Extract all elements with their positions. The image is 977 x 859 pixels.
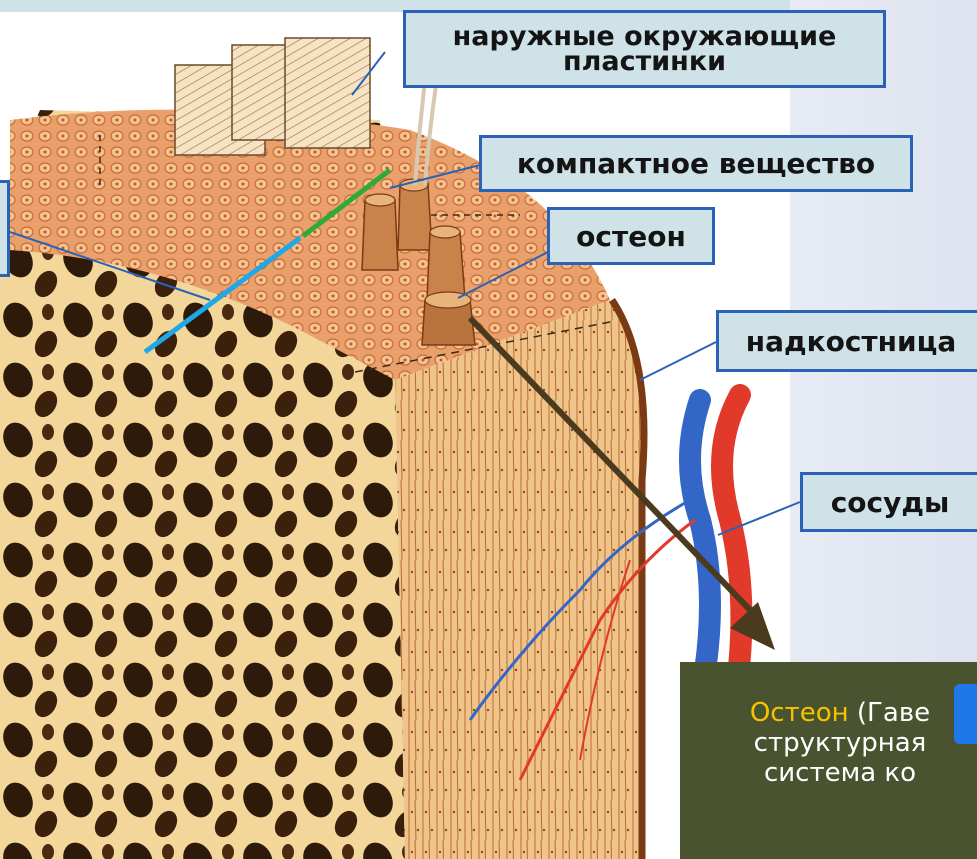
osteon-info-panel: Остеон (Гаве структурная система ко — [680, 662, 977, 859]
osteon-label: остеон — [547, 207, 715, 265]
description-line3: система ко — [680, 758, 977, 788]
description-line2: структурная — [680, 728, 977, 758]
compact-substance-label: компактное вещество — [479, 135, 913, 192]
outer-lamellae-label-line2: пластинки — [563, 49, 726, 74]
vessels-label: сосуды — [800, 472, 977, 532]
periosteum-label: надкостница — [716, 310, 977, 372]
osteon-term: Остеон — [750, 698, 849, 728]
description-line1-rest: (Гаве — [849, 698, 931, 728]
description-line1: Остеон (Гаве — [680, 698, 977, 728]
spongy-substance-label — [0, 180, 10, 277]
compact-bone-side — [395, 300, 642, 859]
osteon-description: Остеон (Гаве структурная система ко — [680, 688, 977, 788]
outer-lamellae-plates — [175, 38, 370, 155]
outer-lamellae-label: наружные окружающие пластинки — [403, 10, 886, 88]
